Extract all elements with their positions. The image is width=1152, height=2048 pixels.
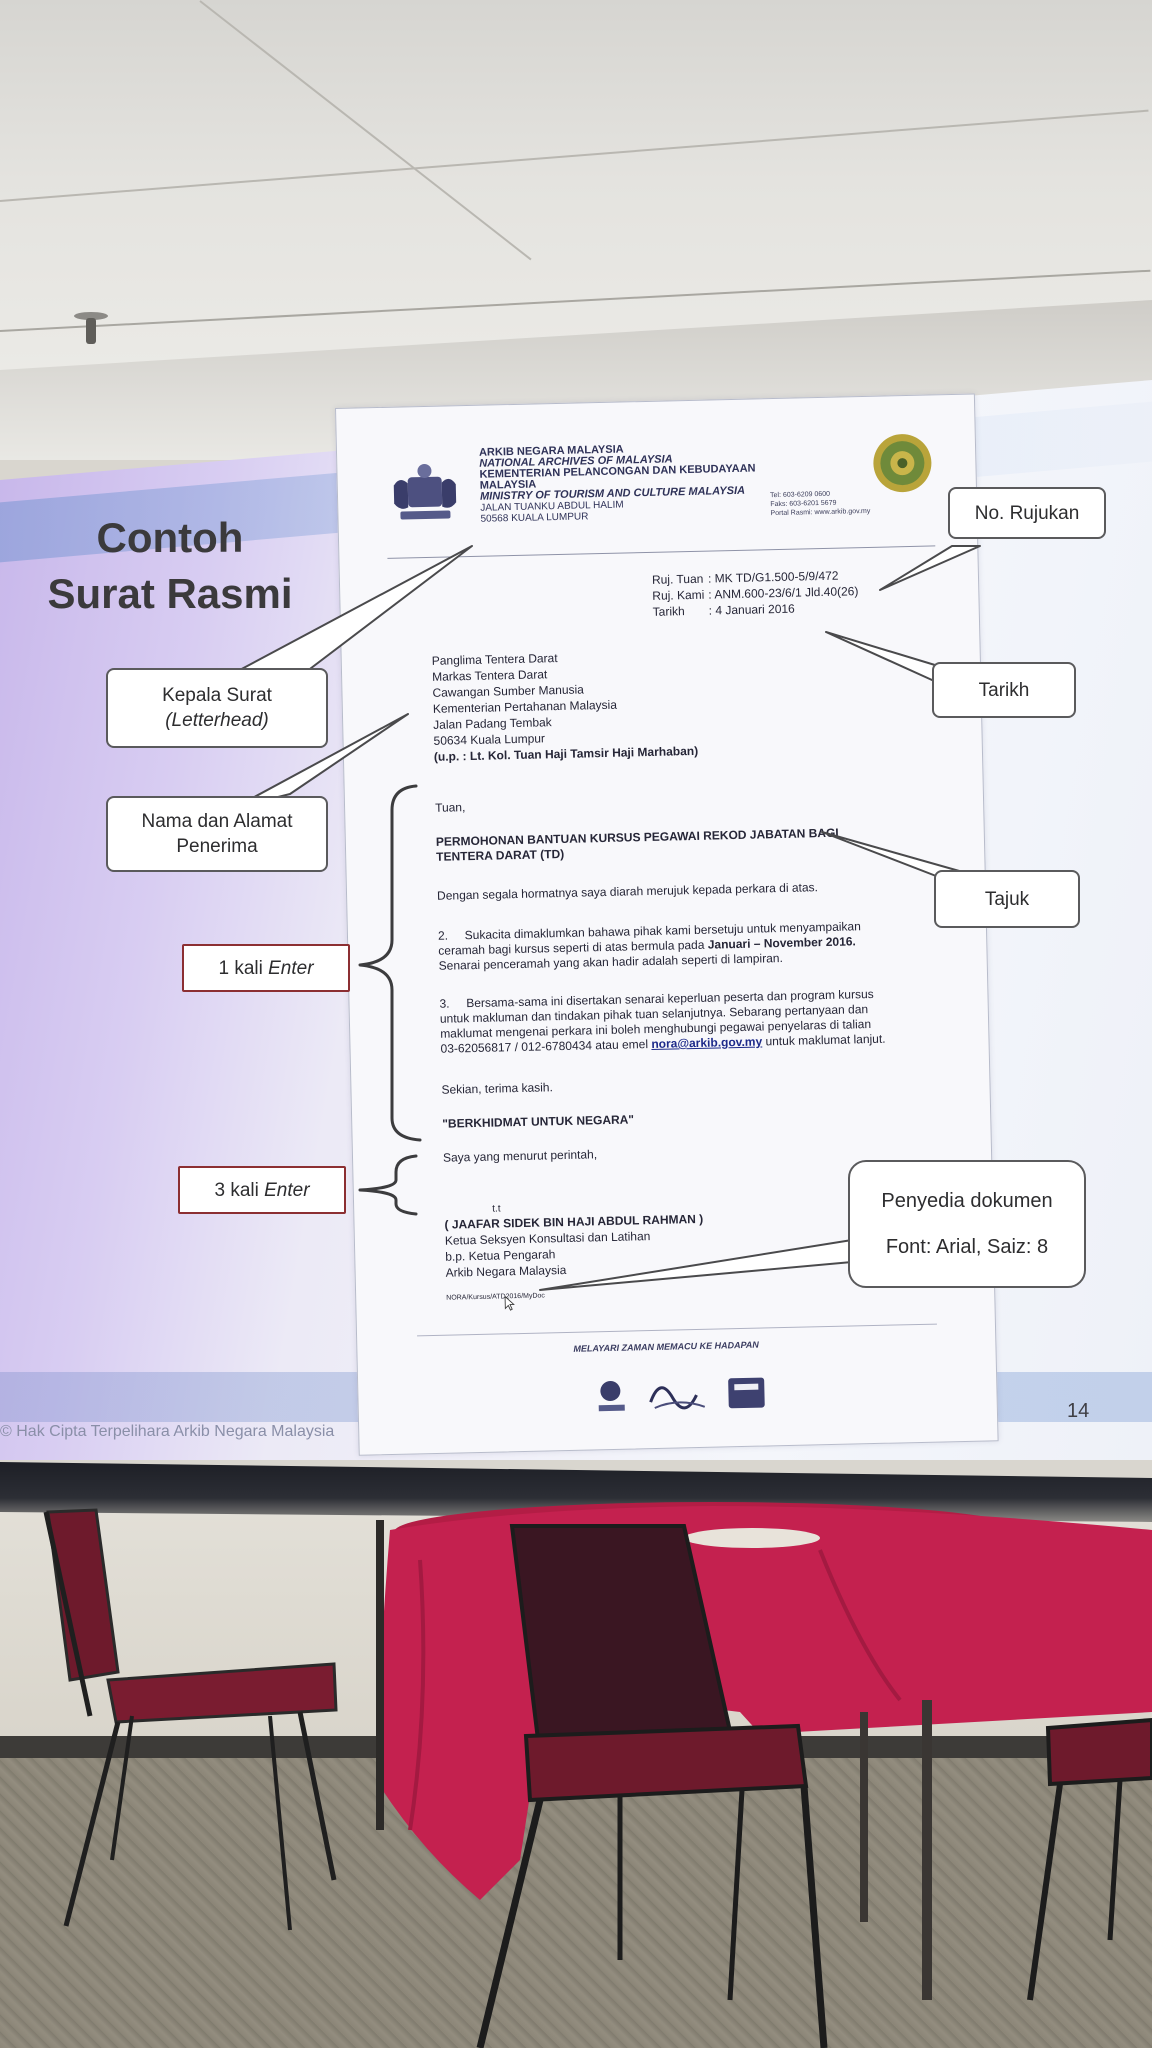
slide-title-line-1: Contoh [96, 514, 244, 561]
callout-label: Nama dan Alamat [141, 811, 293, 832]
letter-subject: PERMOHONAN BANTUAN KURSUS PEGAWAI REKOD … [436, 826, 839, 865]
slide-title-line-2: Surat Rasmi [47, 570, 293, 617]
callout-label-key: Enter [268, 957, 314, 979]
signature-tt: t.t [492, 1203, 501, 1215]
callout-penyedia-dokumen: Penyedia dokumen Font: Arial, Saiz: 8 [848, 1160, 1086, 1288]
intro-paragraph: Dengan segala hormatnya saya diarah meru… [436, 880, 819, 903]
chair-center [476, 1524, 828, 2048]
footer-logos-icon [598, 1377, 765, 1412]
callout-kepala-surat: Kepala Surat (Letterhead) [106, 668, 328, 748]
callout-label-key: Enter [264, 1179, 310, 1201]
contact-line: Portal Rasmi: www.arkib.gov.my [770, 507, 871, 518]
ruj-kami-label: Ruj. Kami [652, 587, 705, 603]
malaysia-coat-of-arms-icon [393, 463, 457, 520]
chair-right [1027, 1717, 1152, 2001]
carpet-floor [0, 1758, 1152, 2048]
reference-block: Ruj. Tuan : MK TD/G1.500-5/9/472 Ruj. Ka… [652, 567, 863, 620]
paragraph-2-number: 2. [437, 928, 449, 943]
callout-label: 1 kali [218, 957, 263, 979]
email-link[interactable]: nora@arkib.gov.my [651, 1034, 763, 1051]
slide-page-number: 14 [1067, 1400, 1090, 1422]
callout-label: Kepala Surat [162, 685, 272, 706]
callout-label: Penyedia dokumen [881, 1190, 1053, 1212]
paragraph-2: 2. Sukacita dimaklumkan bahawa pihak kam… [438, 919, 862, 974]
sprinkler-icon [72, 308, 110, 348]
preparer-reference: NORA/Kursus/ATD2016/MyDoc [446, 1292, 545, 1302]
callout-label: Tajuk [984, 888, 1030, 910]
paragraph-2-line-2b: Januari – November 2016. [707, 934, 856, 952]
callout-3-kali-enter: 3 kali Enter [178, 1166, 346, 1214]
ruj-tuan-label: Ruj. Tuan [651, 571, 704, 587]
footer-divider [417, 1323, 937, 1337]
saya-line: Saya yang menurut perintah, [442, 1147, 598, 1165]
callout-1-kali-enter: 1 kali Enter [182, 944, 350, 992]
mouse-cursor-icon [504, 1295, 515, 1311]
archive-seal-icon [873, 434, 932, 493]
paragraph-3-line-4b: untuk maklumat lanjut. [762, 1031, 886, 1049]
official-letter-document: ARKIB NEGARA MALAYSIA NATIONAL ARCHIVES … [335, 393, 999, 1456]
letterhead-contact: Tel: 603-6209 0600 Faks: 603-6201 5679 P… [770, 489, 870, 518]
slide-title: Contoh Surat Rasmi [40, 510, 300, 622]
callout-tarikh: Tarikh [932, 662, 1076, 718]
paragraph-3: 3. Bersama-sama ini disertakan senarai k… [439, 987, 885, 1057]
callout-label: No. Rujukan [974, 502, 1080, 524]
callout-label: Penerima [176, 836, 258, 857]
ceiling-grid-line [199, 0, 532, 261]
footer-motto: MELAYARI ZAMAN MEMACU KE HADAPAN [573, 1339, 759, 1354]
slide-footer-copyright: © Hak Cipta Terpelihara Arkib Negara Mal… [0, 1423, 335, 1440]
chair-left [43, 1508, 338, 1931]
tarikh-label: Tarikh [652, 604, 685, 619]
callout-tajuk: Tajuk [934, 870, 1080, 928]
ceiling-grid-line [0, 109, 1149, 202]
table-leg [376, 1520, 384, 1830]
room-furniture [43, 1502, 1152, 2048]
salutation: Tuan, [434, 800, 466, 815]
callout-label: Tarikh [978, 679, 1030, 701]
tarikh-value: : 4 Januari 2016 [708, 601, 795, 618]
paragraph-3-number: 3. [439, 996, 450, 1011]
motto-line: "BERKHIDMAT UNTUK NEGARA" [442, 1112, 635, 1131]
letterhead-divider [387, 545, 936, 559]
callout-no-rujukan: No. Rujukan [948, 487, 1106, 539]
callout-label: (Letterhead) [165, 710, 269, 731]
recipient-address: Panglima Tentera Darat Markas Tentera Da… [432, 647, 699, 765]
signature-block: ( JAAFAR SIDEK BIN HAJI ABDUL RAHMAN ) K… [444, 1211, 704, 1281]
callout-nama-alamat: Nama dan Alamat Penerima [106, 796, 328, 872]
letterhead: ARKIB NEGARA MALAYSIA NATIONAL ARCHIVES … [479, 441, 757, 524]
callout-label: Font: Arial, Saiz: 8 [885, 1236, 1049, 1258]
closing-line: Sekian, terima kasih. [441, 1080, 554, 1097]
callout-label: 3 kali [214, 1179, 259, 1201]
